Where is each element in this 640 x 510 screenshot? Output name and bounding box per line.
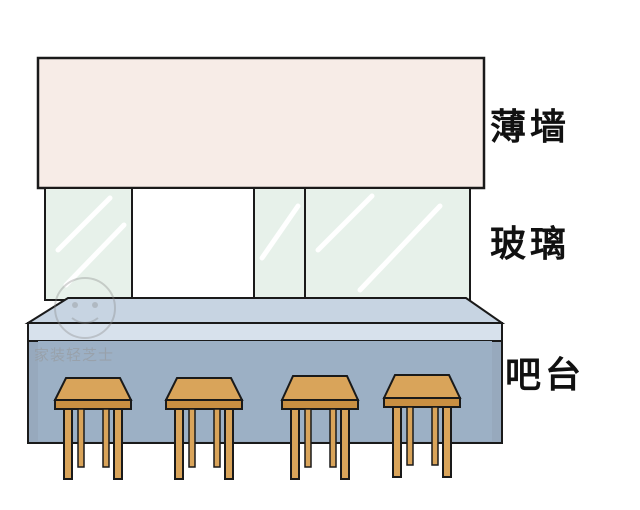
- label-glass: 玻璃: [490, 227, 570, 263]
- watermark-text: 家装轻芝士: [34, 344, 114, 365]
- label-thin-wall: 薄墙: [490, 110, 570, 146]
- thin-wall: [38, 58, 484, 188]
- bar-counter: [28, 298, 502, 443]
- label-bar-counter: 吧台: [505, 358, 585, 394]
- glass-partition: [45, 188, 470, 300]
